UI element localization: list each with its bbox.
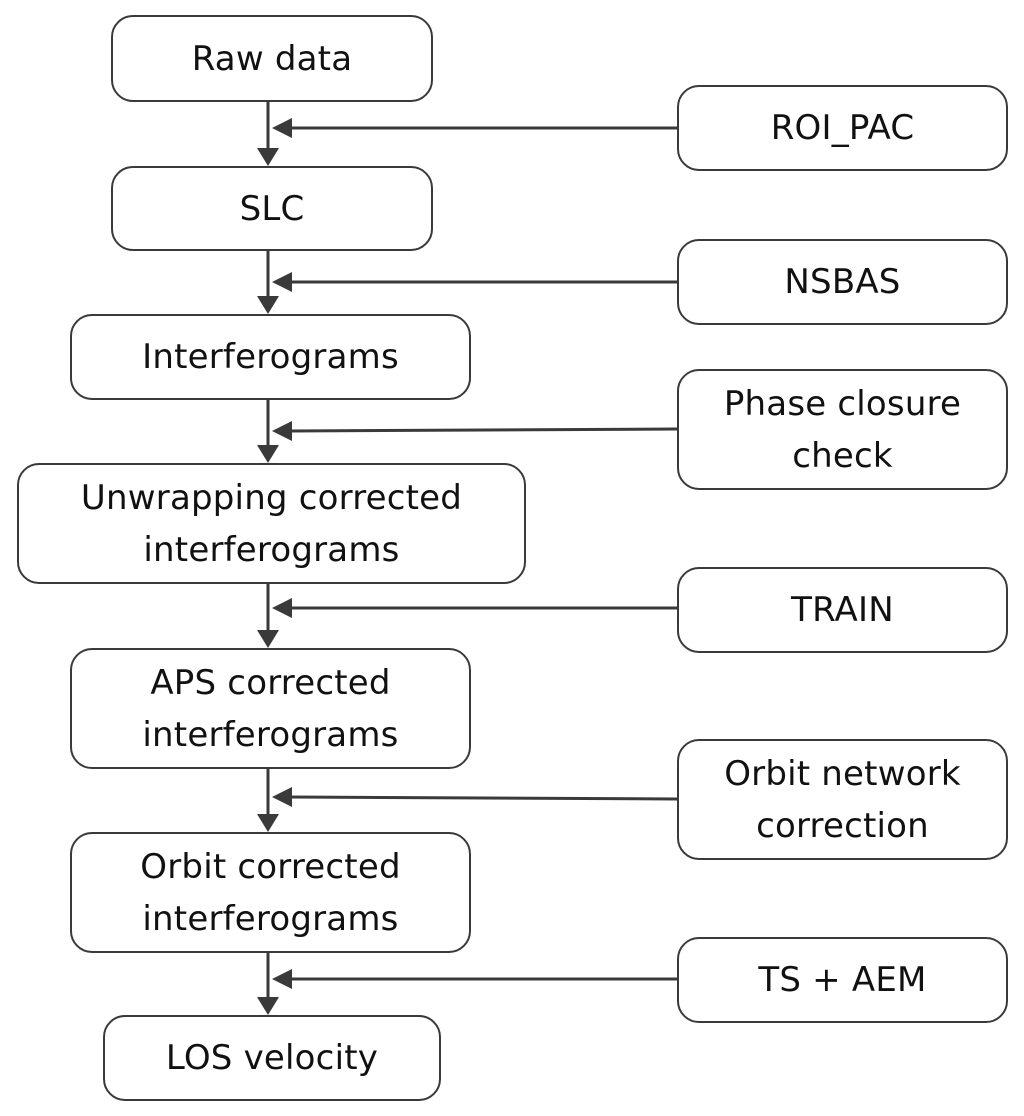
phase-closure-node: Phase closure check [677, 369, 1008, 490]
ts-aem-node: TS + AEM [677, 937, 1008, 1023]
interferograms-node: Interferograms [70, 314, 471, 400]
arrowhead-down [257, 445, 279, 463]
los-velocity-node: LOS velocity [103, 1015, 441, 1101]
arrowhead-left [272, 598, 292, 618]
roi-pac-node: ROI_PAC [677, 85, 1008, 171]
orbit-network-label: Orbit network correction [724, 753, 961, 846]
arrowhead-left [272, 118, 292, 138]
aps-corrected-label: APS corrected interferograms [142, 662, 399, 755]
arrowhead-left [272, 421, 292, 441]
arrow-orbitnet [289, 795, 678, 801]
arrowhead-down [257, 997, 279, 1015]
unwrapping-corrected-node: Unwrapping corrected interferograms [17, 463, 526, 584]
arrowhead-down [257, 296, 279, 314]
raw-data-node: Raw data [111, 15, 433, 102]
arrowhead-down [257, 148, 279, 166]
aps-corrected-node: APS corrected interferograms [70, 648, 471, 769]
train-label: TRAIN [791, 590, 894, 630]
los-velocity-label: LOS velocity [165, 1038, 379, 1078]
unwrapping-corrected-label: Unwrapping corrected interferograms [80, 477, 463, 570]
slc-label: SLC [239, 188, 305, 229]
raw-data-label: Raw data [191, 38, 353, 79]
arrow-phase [289, 427, 678, 433]
arrowhead-left [272, 787, 292, 807]
arrowhead-down [257, 630, 279, 648]
roi-pac-label: ROI_PAC [770, 108, 915, 148]
train-node: TRAIN [677, 567, 1008, 653]
nsbas-node: NSBAS [677, 239, 1008, 325]
slc-node: SLC [111, 166, 433, 251]
orbit-network-node: Orbit network correction [677, 739, 1008, 860]
nsbas-label: NSBAS [784, 262, 901, 302]
arrowhead-left [272, 969, 292, 989]
phase-closure-label: Phase closure check [723, 383, 962, 476]
arrowhead-left [272, 272, 292, 292]
interferograms-label: Interferograms [142, 337, 399, 377]
arrowhead-down [257, 814, 279, 832]
orbit-corrected-node: Orbit corrected interferograms [70, 832, 471, 953]
orbit-corrected-label: Orbit corrected interferograms [140, 846, 401, 939]
ts-aem-label: TS + AEM [758, 960, 927, 1000]
